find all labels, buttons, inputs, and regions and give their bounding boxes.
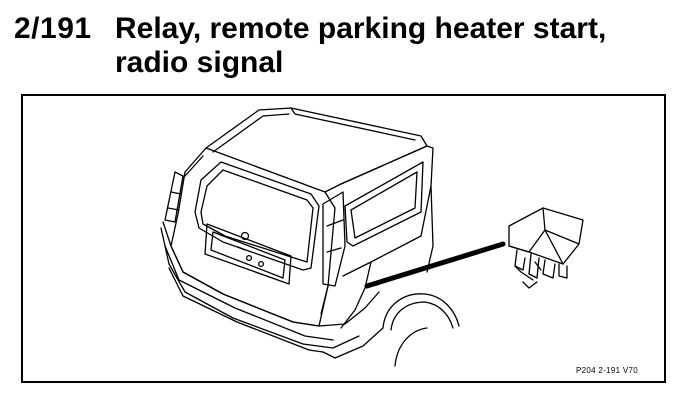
tail-light-right [322, 191, 346, 287]
car-roof [205, 107, 428, 193]
emblem [240, 231, 250, 241]
component-heading: 2/191 Relay, remote parking heater start… [14, 8, 674, 88]
tail-light-left [164, 171, 184, 223]
component-title: Relay, remote parking heater start, radi… [115, 12, 675, 80]
component-title-line-1: Relay, remote parking heater start, [115, 12, 607, 45]
illustration-frame: P204 2-191 V70 [21, 94, 666, 383]
license-plate-recess [204, 223, 292, 285]
side-body [340, 145, 434, 329]
rear-bumper [160, 221, 384, 359]
component-ref-code: 2/191 [14, 12, 92, 45]
pointer-line [364, 241, 506, 289]
rear-window [194, 161, 320, 271]
rear-wheel-arch [382, 293, 460, 367]
car-rear-illustration [160, 107, 584, 367]
component-title-line-2: radio signal [115, 46, 284, 79]
figure-reference-code: P204 2-191 V70 [575, 366, 638, 375]
relay-component [508, 207, 584, 289]
